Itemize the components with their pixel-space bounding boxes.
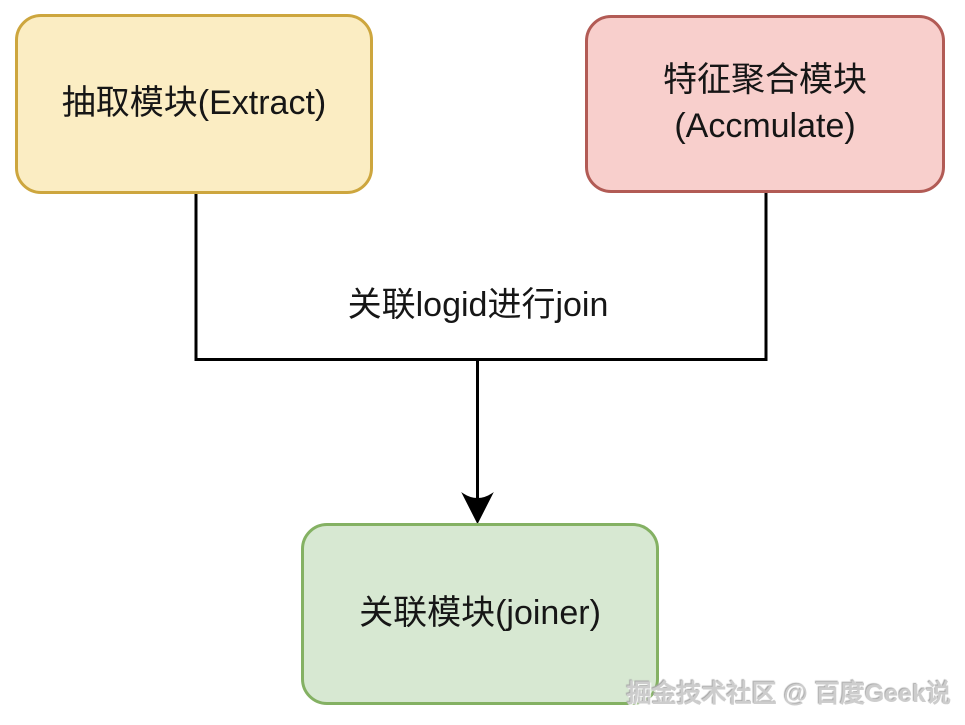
arrow-down-icon <box>461 492 494 525</box>
node-joiner-label: 关联模块(joiner) <box>359 594 601 633</box>
node-extract-label: 抽取模块(Extract) <box>61 84 327 123</box>
node-joiner: 关联模块(joiner) <box>301 523 659 705</box>
node-accumulate-label: 特征聚合模块 (Accmulate) <box>663 58 867 150</box>
node-accumulate-label-line1: 特征聚合模块 <box>663 61 867 100</box>
watermark-text: 掘金技术社区 @ 百度Geek说 <box>626 680 951 708</box>
node-extract: 抽取模块(Extract) <box>15 14 373 194</box>
node-accumulate: 特征聚合模块 (Accmulate) <box>585 15 945 193</box>
node-accumulate-label-line2: (Accmulate) <box>674 107 856 145</box>
edge-label: 关联logid进行join <box>347 286 609 324</box>
